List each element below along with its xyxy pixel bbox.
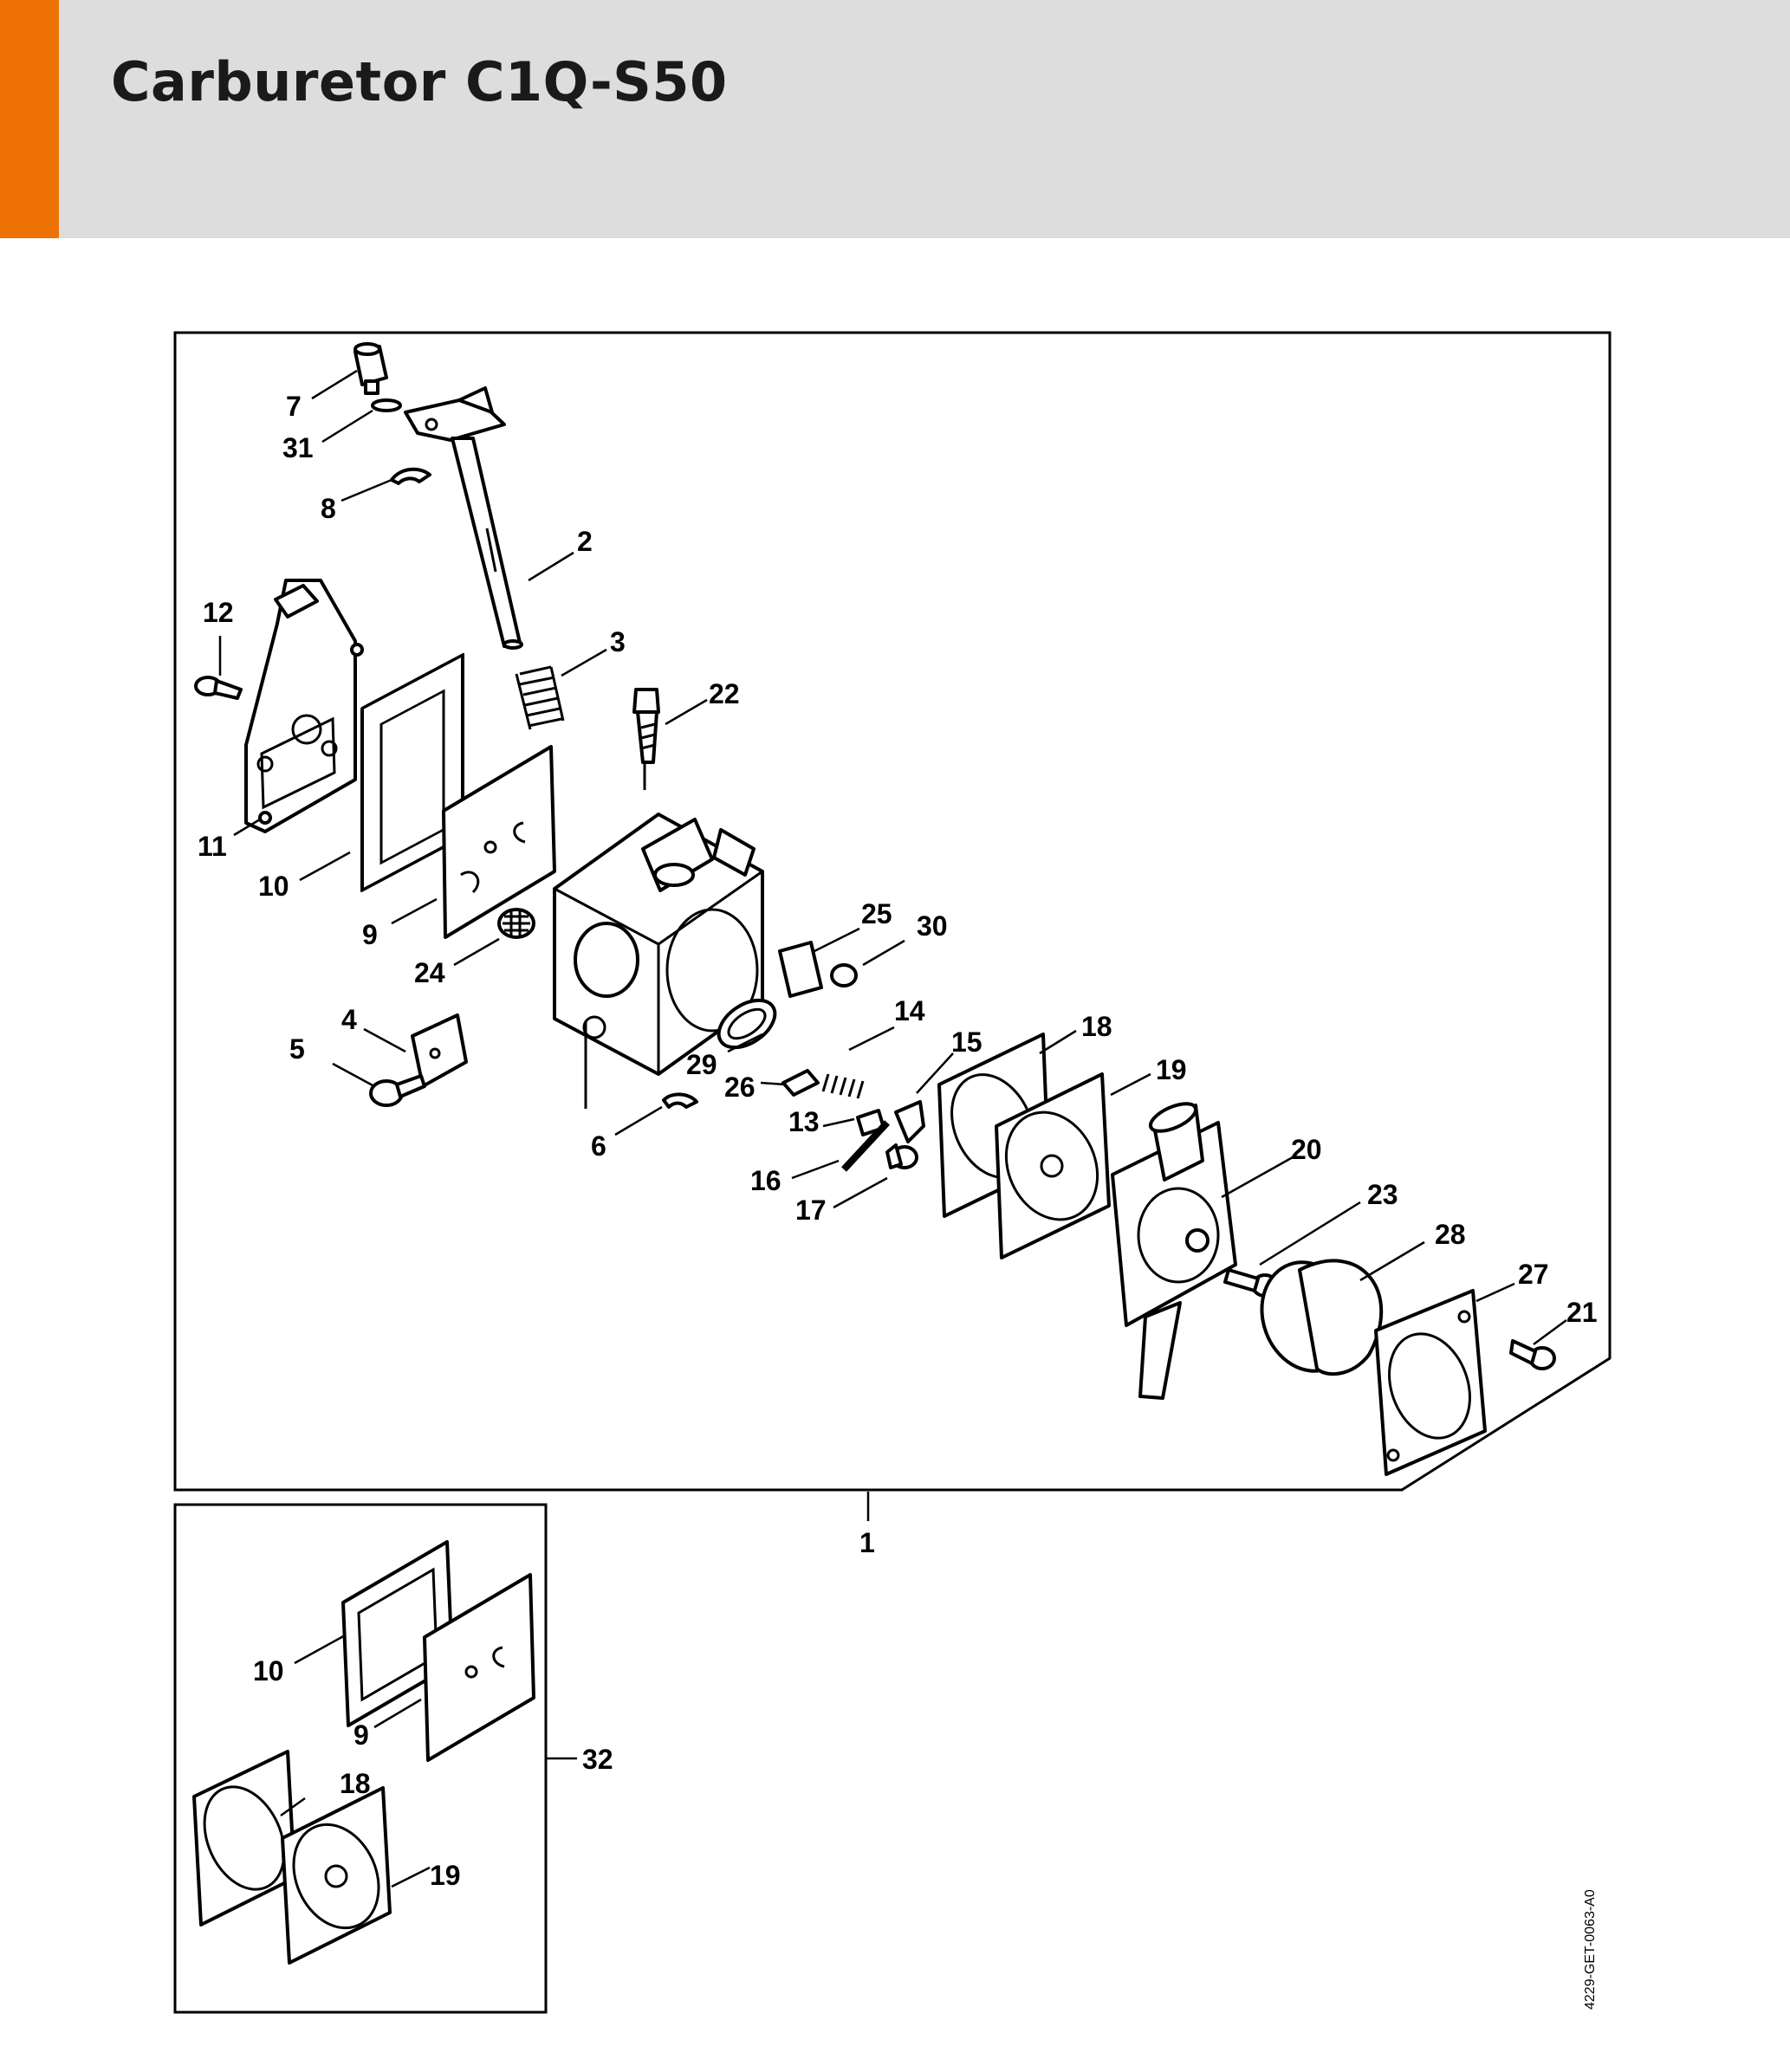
callout-8: 8: [321, 493, 336, 524]
callout-19: 19: [1156, 1054, 1187, 1085]
header-accent-strip: [0, 0, 59, 238]
part-5-screw: [369, 1074, 426, 1107]
kit-callout-18: 18: [340, 1768, 371, 1799]
part-11-carburetor-cover: [244, 579, 364, 833]
callout-1: 1: [859, 1527, 875, 1558]
callout-31: 31: [282, 432, 314, 463]
part-25-sleeve: [778, 941, 823, 998]
part-22-idle-screw: [632, 688, 660, 790]
kit-part-9-diaphragm: [423, 1573, 535, 1762]
part-7-cap: [353, 342, 388, 395]
callout-7: 7: [286, 391, 302, 422]
callout-17: 17: [795, 1195, 827, 1226]
kit-callout-19: 19: [430, 1860, 461, 1891]
callout-18: 18: [1081, 1011, 1112, 1042]
part-21-screw: [1509, 1339, 1556, 1370]
callout-13: 13: [788, 1106, 820, 1137]
callout-4: 4: [341, 1004, 357, 1035]
part-30-plug: [830, 963, 858, 987]
part-2-throttle-shaft: [404, 386, 523, 650]
callout-28: 28: [1435, 1219, 1466, 1250]
page-title: Carburetor C1Q-S50: [111, 50, 728, 113]
part-26-gasket: [782, 1069, 820, 1097]
kit-callout-10: 10: [253, 1655, 284, 1687]
part-28-primer-bulb: [1260, 1259, 1384, 1376]
callout-6: 6: [591, 1130, 606, 1162]
callout-2: 2: [577, 526, 593, 557]
callout-20: 20: [1291, 1134, 1322, 1165]
document-code: 4229-GET-0063-A0: [1583, 1889, 1598, 2010]
part-19-diaphragm: [995, 1072, 1111, 1259]
callout-10: 10: [258, 871, 289, 902]
callout-27: 27: [1518, 1259, 1549, 1290]
kit-callout-9: 9: [353, 1719, 369, 1751]
callout-29: 29: [686, 1049, 717, 1080]
repair-kit-frame: [173, 1503, 548, 2014]
callout-24: 24: [414, 957, 445, 988]
part-17-screw: [885, 1143, 918, 1169]
callout-25: 25: [861, 898, 892, 929]
callout-21: 21: [1566, 1297, 1598, 1328]
part-8-e-clip: [390, 467, 431, 485]
callout-3: 3: [610, 626, 626, 657]
header-bar: Carburetor C1Q-S50: [0, 0, 1790, 238]
part-27-retaining-plate: [1374, 1289, 1487, 1476]
callout-5: 5: [289, 1033, 305, 1065]
callout-26: 26: [724, 1072, 756, 1103]
callout-11: 11: [198, 831, 227, 862]
leader-lines: [218, 369, 1567, 1888]
part-31-washer: [371, 398, 402, 412]
callout-23: 23: [1367, 1179, 1398, 1210]
part-16-pin: [841, 1120, 890, 1172]
main-assembly-frame: [173, 331, 1612, 1492]
callout-numbers: 7 31 8 2 3 22 12 11 10 9 24 4 5 6 25 30 …: [198, 391, 1598, 1891]
part-4-retainer: [411, 1013, 468, 1088]
callout-16: 16: [750, 1165, 782, 1196]
part-15-lever: [894, 1100, 925, 1143]
kit-part-18-gasket: [192, 1750, 296, 1926]
part-12-screw: [194, 676, 243, 700]
carburetor-body: [553, 813, 764, 1109]
callout-15: 15: [951, 1026, 983, 1058]
callout-22: 22: [709, 678, 740, 709]
callout-12: 12: [203, 597, 234, 628]
kit-part-19-diaphragm: [281, 1786, 392, 1965]
part-20-pump-cover: [1111, 1102, 1237, 1400]
part-9-diaphragm: [442, 745, 556, 939]
part-14-spring: [821, 1073, 865, 1099]
part-6-e-clip: [662, 1092, 698, 1109]
callout-30: 30: [917, 910, 948, 942]
callout-9: 9: [362, 919, 378, 950]
part-3-spring: [515, 665, 565, 730]
part-24-screen: [497, 908, 535, 939]
callout-14: 14: [894, 995, 925, 1026]
callout-32: 32: [582, 1744, 613, 1775]
